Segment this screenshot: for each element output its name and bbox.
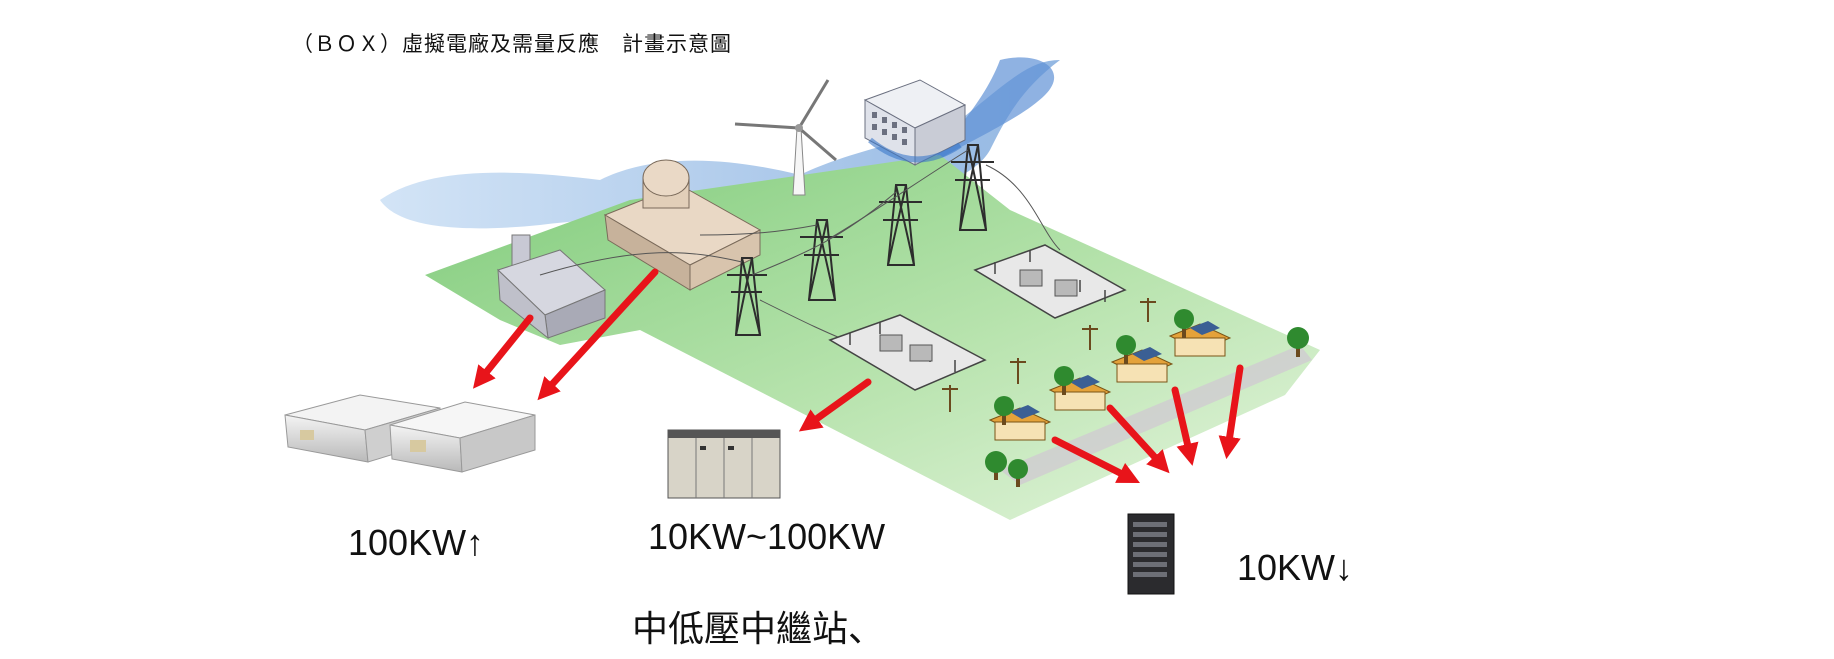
arrow-thermal-to-containers (472, 314, 534, 389)
diagram-heading: （ＢＯＸ）虛擬電廠及需量反應 計畫示意圖 (292, 32, 732, 56)
flow-arrows (472, 268, 1244, 484)
utility-poles (942, 298, 1156, 412)
small-storage-capacity-label: 10KW↓ (1237, 547, 1354, 588)
substation-icon (828, 314, 987, 391)
tree-icon (1116, 335, 1136, 364)
tree-icon (1054, 366, 1074, 395)
tree-icon (985, 451, 1007, 480)
thermal-plant-icon (497, 234, 606, 340)
arrow-substation-to-cabinet (798, 378, 872, 432)
arrow-house2-to-rack (1106, 404, 1170, 474)
tree-icon (1008, 459, 1028, 487)
arrow-nuclear-to-containers (537, 268, 659, 401)
transmission-tower-icon (727, 257, 767, 336)
hydro-plant-icon (863, 79, 967, 166)
cabinet-storage-icon (667, 429, 781, 499)
arrow-house4-to-rack (1218, 364, 1244, 460)
arrow-house3-to-rack (1171, 386, 1199, 466)
tree-icon (1174, 309, 1194, 338)
large-storage-capacity-label: 100KW↑ (348, 522, 485, 563)
tree-icon (1287, 327, 1309, 357)
wind-turbine-icon (734, 79, 837, 196)
trees (985, 309, 1309, 487)
medium-storage-capacity-label: 10KW~100KW (648, 516, 886, 557)
tree-icon (994, 396, 1014, 425)
substation-icon (973, 244, 1127, 319)
nuclear-plant-icon (603, 159, 762, 291)
transmission-tower-icon (800, 219, 843, 301)
transmission-tower-icon (951, 144, 994, 231)
substation-caption: 中低壓中繼站、 (632, 609, 885, 650)
container-storage-icon (284, 394, 536, 473)
arrow-house1-to-rack (1051, 436, 1140, 484)
rack-battery-icon (1127, 513, 1175, 595)
transmission-tower-icon (879, 184, 922, 266)
